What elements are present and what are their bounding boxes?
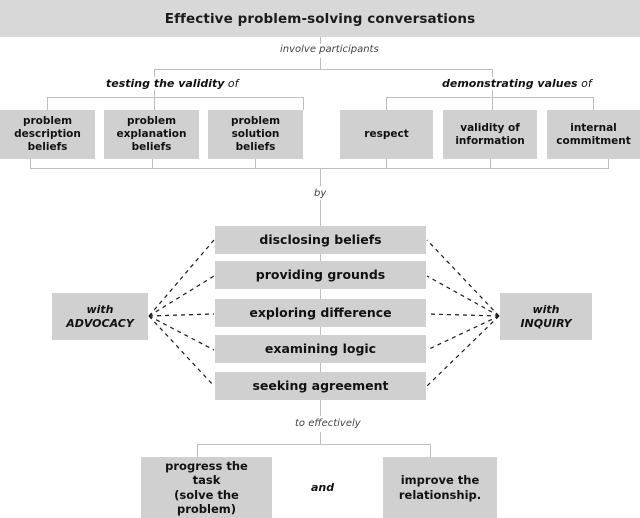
box-exploring-difference-label: exploring difference: [249, 305, 392, 321]
box-disclosing-beliefs-label: disclosing beliefs: [259, 232, 382, 248]
branch-label-validity-tail: of: [227, 77, 239, 90]
box-providing-grounds-label: providing grounds: [255, 267, 386, 283]
merge-riser-3: [255, 159, 256, 169]
box-with-inquiry-line2: INQUIRY: [520, 316, 572, 330]
merge-riser-1: [30, 159, 31, 169]
values-drop-2: [492, 97, 493, 110]
box-progress-the-task[interactable]: progress the task (solve the problem): [141, 457, 272, 518]
box-internal-commitment-label: internal commitment: [556, 121, 631, 147]
box-problem-solution-beliefs[interactable]: problem solution beliefs: [208, 110, 303, 159]
merge-riser-5: [490, 159, 491, 169]
box-with-advocacy-line1: with: [86, 303, 114, 317]
box-progress-the-task-label: progress the task (solve the problem): [165, 459, 248, 516]
merge-riser-2: [152, 159, 153, 169]
box-with-advocacy-line2: ADVOCACY: [66, 316, 134, 330]
outcome-split-bar: [197, 444, 430, 445]
values-drop-1: [386, 97, 387, 110]
box-validity-of-information-label: validity of information: [455, 121, 525, 147]
validity-drop-3: [303, 97, 304, 110]
spine-effectively-down: [320, 432, 321, 444]
box-respect-label: respect: [364, 128, 409, 141]
branch-label-values-bold: demonstrating values: [442, 77, 578, 90]
box-respect[interactable]: respect: [340, 110, 433, 159]
branch-label-validity: testing the validity of: [101, 77, 244, 90]
box-with-inquiry[interactable]: with INQUIRY: [500, 293, 592, 340]
box-validity-of-information[interactable]: validity of information: [443, 110, 537, 159]
branch-label-values: demonstrating values of: [437, 77, 597, 90]
merge-bar: [30, 168, 609, 169]
box-seeking-agreement[interactable]: seeking agreement: [215, 372, 426, 400]
validity-drop-1: [47, 97, 48, 110]
header-band: [0, 0, 640, 37]
branch-label-values-tail: of: [581, 77, 592, 90]
spine-by-down: [320, 200, 321, 226]
box-problem-description-beliefs-label: problem description beliefs: [14, 115, 81, 153]
merge-riser-4: [386, 159, 387, 169]
box-disclosing-beliefs[interactable]: disclosing beliefs: [215, 226, 426, 254]
validity-drop-2: [154, 97, 155, 110]
caption-by: by: [309, 188, 332, 199]
caption-and: and: [306, 481, 340, 494]
box-providing-grounds[interactable]: providing grounds: [215, 261, 426, 289]
box-with-advocacy[interactable]: with ADVOCACY: [52, 293, 148, 340]
values-drop-3: [593, 97, 594, 110]
spine-stack-down: [320, 400, 321, 416]
box-with-inquiry-line1: with: [532, 303, 560, 317]
merge-riser-6: [608, 159, 609, 169]
box-examining-logic[interactable]: examining logic: [215, 335, 426, 363]
validity-fan-bar: [47, 97, 303, 98]
outcome-drop-right: [430, 444, 431, 457]
page-title: Effective problem-solving conversations: [164, 10, 476, 27]
box-examining-logic-label: examining logic: [264, 341, 377, 357]
box-exploring-difference[interactable]: exploring difference: [215, 299, 426, 327]
box-seeking-agreement-label: seeking agreement: [252, 378, 389, 394]
box-problem-explanation-beliefs[interactable]: problem explanation beliefs: [104, 110, 199, 159]
box-internal-commitment[interactable]: internal commitment: [547, 110, 640, 159]
branch-split-bar: [154, 69, 493, 70]
outcome-drop-left: [197, 444, 198, 457]
caption-to-effectively: to effectively: [290, 418, 366, 429]
spine-merge-down: [320, 168, 321, 186]
values-fan-bar: [386, 97, 593, 98]
box-problem-solution-beliefs-label: problem solution beliefs: [230, 115, 281, 153]
box-problem-description-beliefs[interactable]: problem description beliefs: [0, 110, 95, 159]
spine-involve-down: [320, 58, 321, 69]
box-improve-the-relationship-label: improve the relationship.: [398, 473, 482, 502]
branch-label-validity-bold: testing the validity: [106, 77, 225, 90]
box-improve-the-relationship[interactable]: improve the relationship.: [383, 457, 497, 518]
caption-involve-participants: involve participants: [275, 44, 384, 55]
box-problem-explanation-beliefs-label: problem explanation beliefs: [116, 115, 187, 153]
